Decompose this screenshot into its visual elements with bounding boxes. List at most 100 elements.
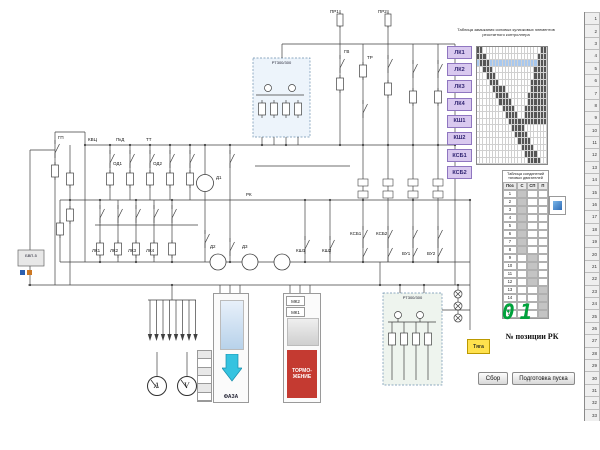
- sequence-cell: [477, 138, 481, 145]
- sequence-cell: [505, 47, 509, 54]
- sequence-cell: [483, 73, 487, 80]
- ruler-number: 32: [585, 396, 599, 408]
- sequence-cell: [543, 79, 548, 86]
- positions-row-label: 14: [503, 293, 517, 302]
- sequence-cell: [534, 99, 538, 106]
- sequence-cell: [496, 157, 500, 164]
- sequence-cell: [502, 144, 506, 151]
- prepare-start-button[interactable]: Подготовка пуска: [512, 372, 575, 385]
- sequence-cell: [518, 125, 522, 132]
- ruler-number: 21: [585, 259, 599, 272]
- positions-cell: [527, 293, 538, 302]
- sequence-cell: [496, 73, 500, 80]
- sequence-cell: [515, 99, 519, 106]
- sequence-cell: [524, 92, 528, 99]
- ammeter-label: А: [154, 381, 159, 390]
- bvp-box-label: БВП-5: [25, 253, 37, 258]
- sequence-cell: [483, 105, 487, 112]
- sequence-cell: [499, 86, 503, 93]
- sequence-cell: [540, 125, 544, 132]
- sequence-cell: [477, 73, 481, 80]
- sequence-cell: [528, 73, 532, 80]
- sequence-cell: [521, 112, 525, 119]
- sequence-cell: [477, 125, 481, 132]
- sequence-cell: [502, 73, 506, 80]
- positions-cell: [527, 261, 538, 270]
- positions-cell: [516, 253, 528, 262]
- sequence-cell: [521, 131, 525, 138]
- positions-cell: [516, 301, 528, 310]
- sequence-cell: [489, 99, 493, 106]
- sequence-cell: [515, 144, 519, 151]
- sequence-cell: [537, 151, 541, 158]
- sequence-cell: [483, 151, 487, 158]
- indicator-cell: [198, 393, 211, 401]
- sequence-cell: [502, 92, 506, 99]
- sequence-cell: [496, 66, 500, 73]
- sequence-cell: [502, 99, 506, 106]
- sequence-cell: [496, 125, 500, 132]
- sequence-cell: [515, 138, 519, 145]
- positions-row-label: 15: [503, 301, 517, 310]
- sequence-cell: [499, 131, 503, 138]
- sequence-cell: [521, 144, 525, 151]
- sequence-cell: [502, 112, 506, 119]
- sequence-cell: [508, 66, 513, 73]
- sequence-cell: [534, 151, 538, 158]
- sequence-cell: [531, 151, 535, 158]
- sequence-cell: [502, 118, 506, 125]
- ruler-number: 1: [585, 12, 599, 24]
- sequence-cell: [508, 144, 513, 151]
- sequence-cell: [528, 60, 532, 67]
- sequence-cell: [528, 99, 532, 106]
- sequence-cell: [477, 151, 481, 158]
- sequence-cell: [543, 73, 548, 80]
- mode-indicator: Тяга: [467, 339, 490, 354]
- ruler-number: 14: [585, 173, 599, 185]
- positions-cell: [537, 269, 549, 278]
- positions-header-cell: Поз: [503, 181, 517, 190]
- ruler-number: 9: [585, 111, 599, 123]
- sequence-cell: [512, 79, 516, 86]
- sequence-cell: [537, 105, 541, 112]
- schematic-label: ЛК2: [110, 248, 119, 253]
- sequence-cell: [515, 131, 519, 138]
- sequence-cell: [534, 60, 538, 67]
- sequence-cell: [528, 125, 532, 132]
- sequence-cell: [521, 92, 525, 99]
- sequence-cell: [489, 112, 493, 119]
- sequence-cell: [489, 92, 493, 99]
- apparatus-indicator: ЛК2: [447, 63, 472, 77]
- positions-row-label: 6: [503, 229, 517, 238]
- ruler-number: 20: [585, 247, 599, 259]
- sequence-cell: [543, 144, 548, 151]
- sequence-cell: [537, 125, 541, 132]
- sequence-cell: [496, 144, 500, 151]
- positions-cell: [537, 253, 549, 262]
- sequence-cell: [477, 99, 481, 106]
- sequence-cell: [521, 151, 525, 158]
- indicator-cell: [198, 359, 211, 368]
- positions-table-row: 5: [503, 221, 549, 230]
- sequence-cell: [480, 73, 484, 80]
- positions-cell: [537, 189, 549, 198]
- sequence-cell: [540, 138, 544, 145]
- sequence-cell: [508, 138, 513, 145]
- positions-cell: [527, 301, 538, 310]
- sequence-cell: [540, 144, 544, 151]
- image-button[interactable]: [549, 196, 566, 215]
- sequence-cell: [534, 47, 538, 54]
- sequence-cell: [499, 60, 503, 67]
- reset-button[interactable]: Сбор: [478, 372, 508, 385]
- sequence-cell: [512, 86, 516, 93]
- sequence-cell: [489, 79, 493, 86]
- phase-handle-panel[interactable]: ФАЗА: [213, 293, 249, 403]
- sequence-cell: [528, 47, 532, 54]
- sequence-row: [477, 118, 548, 125]
- schematic-label: КШ1: [296, 248, 306, 253]
- sequence-cell: [489, 144, 493, 151]
- sequence-cell: [492, 105, 497, 112]
